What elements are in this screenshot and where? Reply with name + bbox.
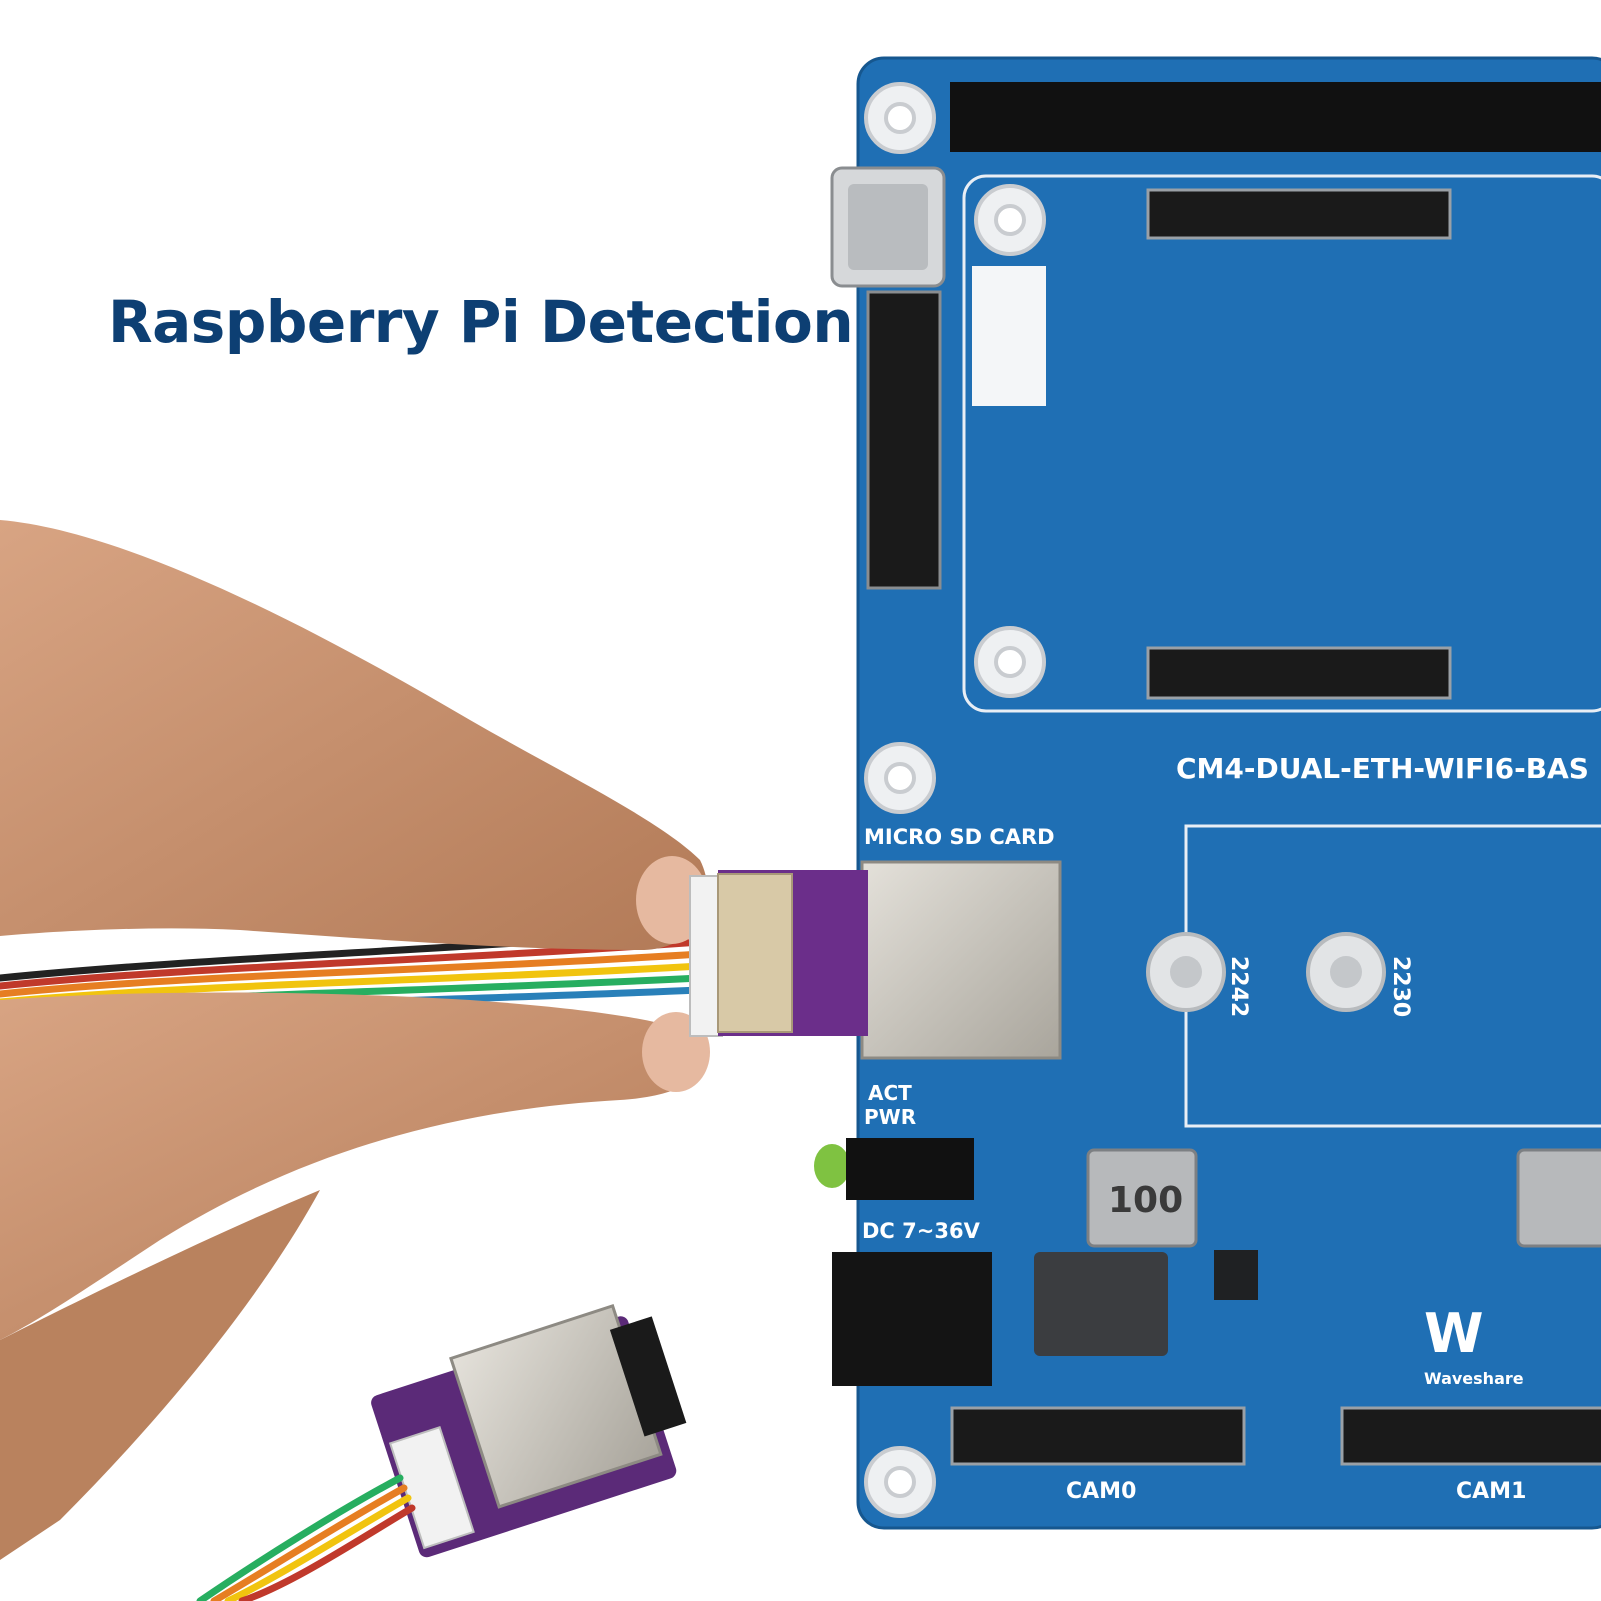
- dsi-connector: [866, 290, 942, 590]
- led-header: [846, 1138, 974, 1200]
- carrier-board: CM4-DUAL-ETH-WIFI6-BAS 2242 2230 MICRO S…: [814, 56, 1601, 1530]
- gpio-header: [950, 82, 1601, 152]
- dc-power-jack: [832, 1252, 992, 1386]
- sd-extension-adapter-inserted: [689, 870, 868, 1037]
- power-inductor-right: [1516, 1148, 1601, 1248]
- m2-2230-label: 2230: [1388, 956, 1413, 1017]
- waveshare-logo: W: [1424, 1302, 1484, 1365]
- cam0-connector: [950, 1406, 1246, 1466]
- mounting-holes: [864, 82, 1046, 1518]
- pwr-label: PWR: [864, 1105, 916, 1129]
- cm4-connector-bottom: [1146, 646, 1452, 700]
- m2-2242-label: 2242: [1226, 956, 1251, 1017]
- cam1-connector: [1340, 1406, 1601, 1466]
- model-label: CM4-DUAL-ETH-WIFI6-BAS: [1176, 752, 1589, 785]
- cam0-label: CAM0: [1066, 1479, 1136, 1504]
- headline: Raspberry Pi Detection: [108, 288, 854, 356]
- micro-sd-slot: [860, 860, 1062, 1060]
- adapter-connector: [717, 873, 793, 1033]
- inductor-dark: [1034, 1252, 1168, 1356]
- sd-extension-adapter-loose: [371, 1304, 687, 1558]
- cm4-connector-top: [1146, 188, 1452, 240]
- inductor-label: 100: [1108, 1180, 1183, 1221]
- pmic-chip: [1214, 1250, 1258, 1300]
- loose-adapter-cable: [196, 1474, 416, 1601]
- label-pad: [972, 266, 1046, 406]
- micro-sd-label: MICRO SD CARD: [864, 825, 1055, 849]
- status-led: [814, 1144, 850, 1188]
- brand-label: Waveshare: [1424, 1369, 1524, 1388]
- cm4-outline: [962, 174, 1601, 713]
- power-inductor: [1086, 1148, 1198, 1248]
- act-label: ACT: [868, 1081, 912, 1105]
- dc-label: DC 7~36V: [862, 1219, 981, 1243]
- cam1-label: CAM1: [1456, 1479, 1526, 1504]
